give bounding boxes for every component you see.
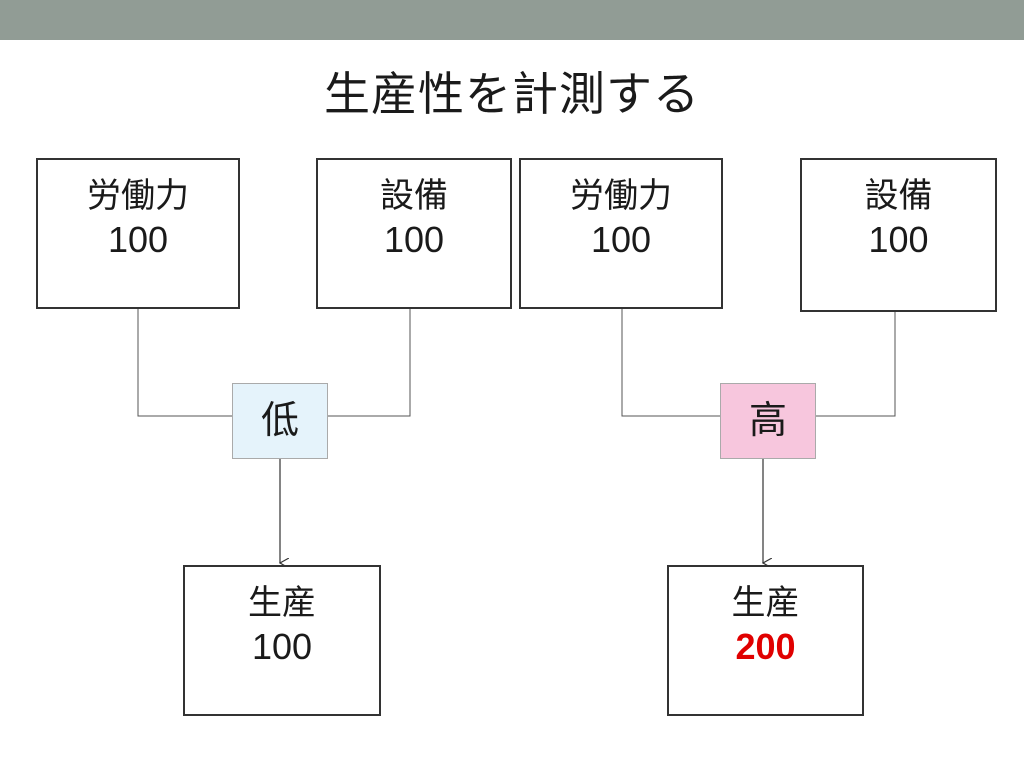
left-equipment-connector — [328, 309, 411, 417]
right-labor-connector — [621, 309, 720, 417]
right-equipment-connector — [816, 311, 896, 417]
right-output-value: 200 — [735, 626, 796, 667]
left-labor-label: 労働力 — [87, 176, 189, 216]
right-output-box: 生産 200 — [667, 565, 864, 716]
left-factor-low: 低 — [232, 383, 328, 459]
left-labor-connector — [137, 309, 232, 417]
left-equipment-box: 設備 100 — [316, 158, 512, 309]
right-output-label: 生産 — [731, 583, 800, 623]
top-bar — [0, 0, 1024, 40]
right-labor-box: 労働力 100 — [519, 158, 723, 309]
right-labor-label: 労働力 — [570, 176, 672, 216]
left-output-box: 生産 100 — [183, 565, 381, 716]
right-factor-high: 高 — [720, 383, 816, 459]
right-equipment-box: 設備 100 — [800, 158, 997, 312]
left-labor-value: 100 — [107, 219, 169, 260]
left-labor-box: 労働力 100 — [36, 158, 240, 309]
right-labor-value: 100 — [590, 219, 652, 260]
slide-title: 生産性を計測する — [324, 67, 700, 121]
left-output-label: 生産 — [248, 583, 316, 623]
left-equipment-label: 設備 — [380, 176, 448, 216]
left-output-value: 100 — [251, 626, 313, 667]
right-equipment-label: 設備 — [864, 176, 933, 216]
right-equipment-value: 100 — [868, 219, 929, 260]
left-equipment-value: 100 — [383, 219, 445, 260]
